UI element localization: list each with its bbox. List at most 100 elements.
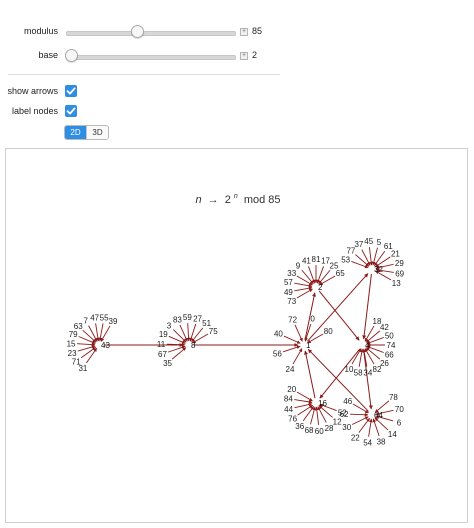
base-slider-thumb[interactable] [65,49,78,62]
node-label: 57 [284,278,293,287]
node-label: 34 [363,369,372,378]
leaf-edge [294,399,313,404]
node-label: 80 [324,327,333,336]
leaf-edge [282,345,301,353]
node-label: 11 [157,340,166,349]
leaf-edge [318,269,331,285]
base-expand-icon[interactable]: + [240,52,248,60]
node-label: 19 [159,330,168,339]
leaf-edge [319,275,336,286]
check-icon [66,87,76,95]
node-label: 37 [354,240,363,249]
node-label: 14 [388,430,397,439]
hub-node-label: 32 [374,265,383,274]
node-label: 73 [287,297,296,306]
leaf-edge [294,402,313,409]
modulus-label: modulus [23,26,58,36]
node-label: 66 [385,351,394,360]
leaf-edge [172,329,187,343]
node-label: 46 [343,397,352,406]
node-label: 27 [193,314,202,323]
leaf-edge [283,335,301,344]
view-3d-button[interactable]: 3D [86,126,108,139]
node-label: 25 [330,262,339,271]
leaf-edge [189,323,197,342]
hub-edge [304,350,316,399]
leaf-edge [368,247,373,266]
leaf-edge [375,263,394,270]
modulus-slider-thumb[interactable] [131,25,144,38]
leaf-edge [358,348,364,367]
leaf-edge [365,347,381,360]
leaf-edge [372,247,378,266]
leaf-edge [372,418,380,436]
leaf-edge [192,333,209,344]
node-label: 6 [397,419,402,428]
hub-edge [319,348,361,399]
base-slider-track[interactable] [66,55,236,60]
check-icon [66,107,76,115]
node-label: 23 [68,349,77,358]
node-label: 47 [90,313,99,322]
node-label: 21 [391,250,400,259]
node-label: 82 [373,365,382,374]
node-label: 56 [273,350,282,359]
node-label: 36 [295,422,304,431]
leaf-edge [365,330,381,343]
node-label: 3 [167,321,172,330]
hub-edge [363,349,373,410]
node-label: 40 [274,330,283,339]
leaf-edge [310,406,316,425]
leaf-edge [302,405,315,422]
node-label: 29 [395,259,404,268]
node-label: 12 [333,417,342,426]
leaf-edge [77,342,96,347]
leaf-edge [294,286,313,292]
leaf-edge [319,403,337,411]
leaf-edge [296,288,313,299]
modulus-slider[interactable] [66,25,236,38]
leaf-edge [168,345,186,353]
modulus-slider-track[interactable] [66,31,236,36]
node-label: 61 [384,242,393,251]
leaf-edge [375,270,392,281]
leaf-edge [375,256,391,268]
leaf-edge [297,404,313,416]
title-mod: mod 85 [244,194,281,206]
hub-node-label: 1 [306,341,311,350]
leaf-edge [364,348,375,365]
node-label: 31 [78,364,87,373]
node-label: 83 [173,316,182,325]
leaf-edge [374,400,390,413]
view-toggle[interactable]: 2D 3D [64,125,109,140]
leaf-edge [307,333,324,344]
hub-edge [307,348,369,412]
leaf-edge [168,335,186,344]
node-label: 60 [315,427,324,436]
hub-edge [362,273,372,340]
modulus-expand-icon[interactable]: + [240,28,248,36]
node-label: 24 [286,365,295,374]
node-label: 10 [345,365,354,374]
node-label: 72 [288,315,297,324]
node-label: 52 [338,409,347,418]
hub-node-label: 64 [374,411,383,420]
view-2d-button[interactable]: 2D [65,126,86,139]
show-arrows-checkbox[interactable] [65,85,77,97]
node-label: 0 [310,314,315,323]
leaf-edge [100,325,111,342]
node-label: 59 [183,313,192,322]
leaf-edge [80,346,97,359]
node-label: 39 [109,317,118,326]
label-nodes-checkbox[interactable] [65,105,77,117]
leaf-edge [77,345,96,352]
node-label: 81 [312,255,321,264]
node-label: 71 [72,357,81,366]
hub-node-label: 8 [191,341,196,350]
node-label: 33 [287,269,296,278]
base-slider[interactable] [65,49,236,62]
node-label: 75 [209,327,218,336]
leaf-edge [98,323,104,342]
hub-node-label: 16 [318,399,327,408]
